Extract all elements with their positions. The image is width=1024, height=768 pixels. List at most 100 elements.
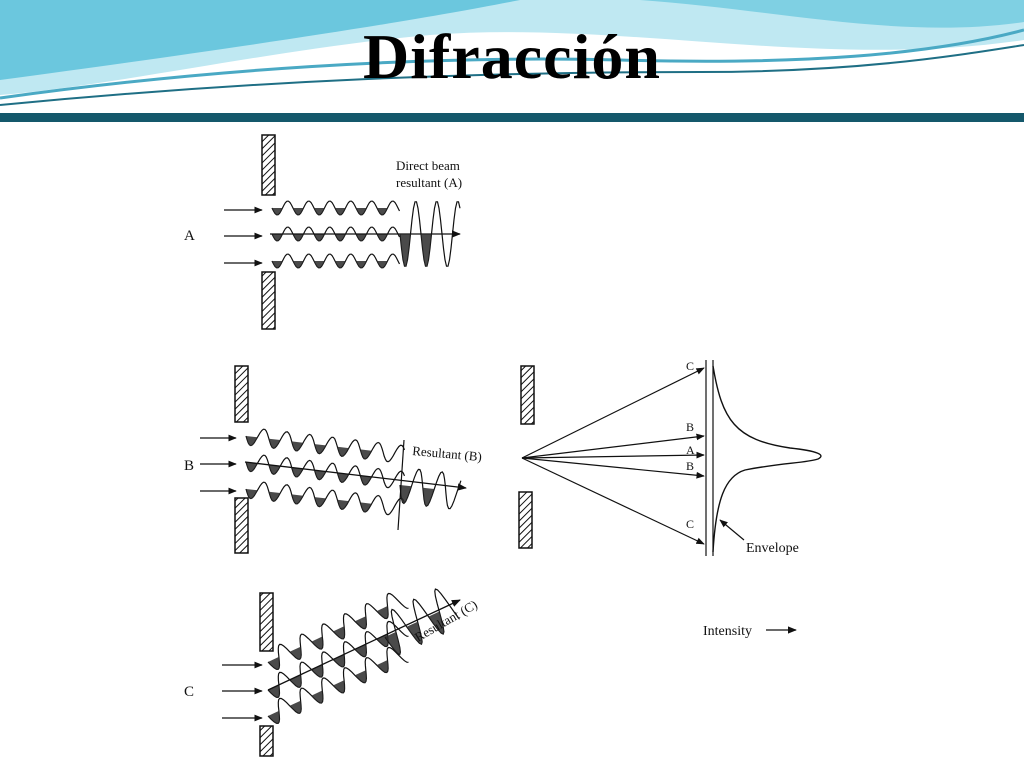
shaded-crest — [354, 644, 367, 657]
shaded-crest — [377, 261, 388, 268]
shaded-crest — [314, 234, 325, 241]
shaded-crest — [311, 690, 323, 704]
incident-arrows — [222, 661, 263, 722]
ray-label-b-bottom: B — [686, 459, 694, 473]
shaded-crest — [406, 621, 423, 645]
shaded-crest — [291, 441, 304, 451]
shaded-crest — [291, 467, 304, 477]
shaded-crest — [289, 646, 302, 660]
shaded-crest — [335, 261, 346, 268]
slit-wall-bottom — [259, 725, 274, 757]
shaded-crest — [246, 462, 258, 472]
shaded-crest — [314, 497, 326, 507]
wave-trains — [267, 588, 460, 725]
shaded-crest — [356, 208, 367, 215]
slit-wall-top — [520, 365, 535, 425]
intensity-plot: C B A B C Envelope Intensity — [518, 359, 822, 639]
shaded-crest — [293, 208, 304, 215]
shaded-crest — [360, 475, 372, 486]
resultant-b-label: Resultant (B) — [412, 443, 483, 464]
panel-c-label: C — [184, 684, 194, 700]
shaded-crest — [400, 485, 412, 504]
shaded-crest — [272, 234, 283, 241]
shaded-crest — [268, 710, 280, 724]
panel-a-label: A — [184, 228, 195, 244]
envelope-label: Envelope — [746, 541, 799, 556]
shaded-crest — [314, 208, 325, 215]
shaded-crest — [356, 234, 367, 241]
shaded-crest — [293, 261, 304, 268]
ray-a — [521, 451, 705, 459]
slit-wall-bottom — [261, 271, 276, 330]
shaded-crest — [337, 499, 349, 510]
slit-wall-bottom — [234, 497, 249, 554]
shaded-crest — [376, 606, 389, 619]
shaded-crest — [314, 444, 326, 454]
shaded-crest — [333, 680, 345, 693]
incident-arrows — [200, 434, 237, 495]
shaded-crest — [377, 234, 388, 241]
shaded-crest — [293, 234, 304, 241]
resultant-a-label: resultant (A) — [396, 175, 462, 190]
shaded-crest — [360, 449, 372, 460]
shaded-crest — [268, 438, 281, 449]
shaded-crest — [268, 684, 280, 698]
panel-b-label: B — [184, 458, 194, 474]
shaded-crest — [268, 491, 281, 502]
shaded-crest — [311, 664, 323, 678]
shaded-crest — [314, 470, 326, 480]
shaded-crest — [311, 636, 323, 650]
header-rule — [0, 113, 1024, 122]
slit-wall-top — [234, 365, 249, 423]
ray-c-top — [521, 367, 705, 459]
slit-wall-top — [259, 592, 274, 652]
resultant-wave-path — [384, 588, 460, 656]
slit-wall-bottom — [518, 491, 533, 549]
shaded-crest — [377, 208, 388, 215]
shaded-crest — [422, 487, 435, 507]
intensity-label: Intensity — [703, 624, 752, 639]
shaded-crest — [337, 446, 349, 457]
shaded-crest — [268, 464, 281, 475]
propagation-axis — [244, 461, 467, 491]
wave-trains — [245, 428, 462, 516]
panel-a: A Direct beam resultant (A) — [184, 134, 462, 330]
ray-label-c-bottom: C — [686, 517, 694, 531]
shaded-crest — [268, 656, 280, 670]
shaded-crest — [246, 436, 258, 446]
shaded-crest — [333, 626, 345, 639]
shaded-crest — [246, 489, 258, 499]
slide-title: Difracción — [363, 21, 661, 92]
shaded-crest — [291, 494, 304, 504]
shaded-crest — [335, 234, 346, 241]
envelope-pointer — [719, 519, 745, 541]
resultant-c-label: Resultant (C) — [412, 597, 480, 645]
wavefront-line — [397, 439, 405, 531]
ray-label-c-top: C — [686, 359, 694, 373]
panel-c: C Resultant (C) — [184, 588, 480, 757]
shaded-crest — [335, 208, 346, 215]
shaded-crest — [354, 670, 367, 683]
header-decoration — [0, 0, 1024, 125]
propagation-axis — [267, 599, 461, 691]
panel-b: B Resultant (B) — [184, 365, 483, 554]
shaded-crest — [354, 616, 367, 629]
ray-label-b-top: B — [686, 420, 694, 434]
intensity-envelope — [712, 365, 822, 553]
shaded-crest — [376, 660, 389, 673]
shaded-crest — [337, 472, 349, 483]
shaded-crest — [333, 654, 345, 667]
shaded-crest — [428, 611, 444, 634]
shaded-crest — [272, 208, 283, 215]
shaded-crest — [385, 631, 401, 655]
incident-arrows — [224, 206, 263, 267]
shaded-crest — [400, 234, 411, 267]
slit-wall-top — [261, 134, 276, 196]
shaded-crest — [289, 674, 302, 688]
shaded-crest — [314, 261, 325, 268]
ray-c-bottom — [521, 457, 705, 545]
shaded-crest — [360, 502, 372, 513]
shaded-crest — [289, 700, 302, 714]
